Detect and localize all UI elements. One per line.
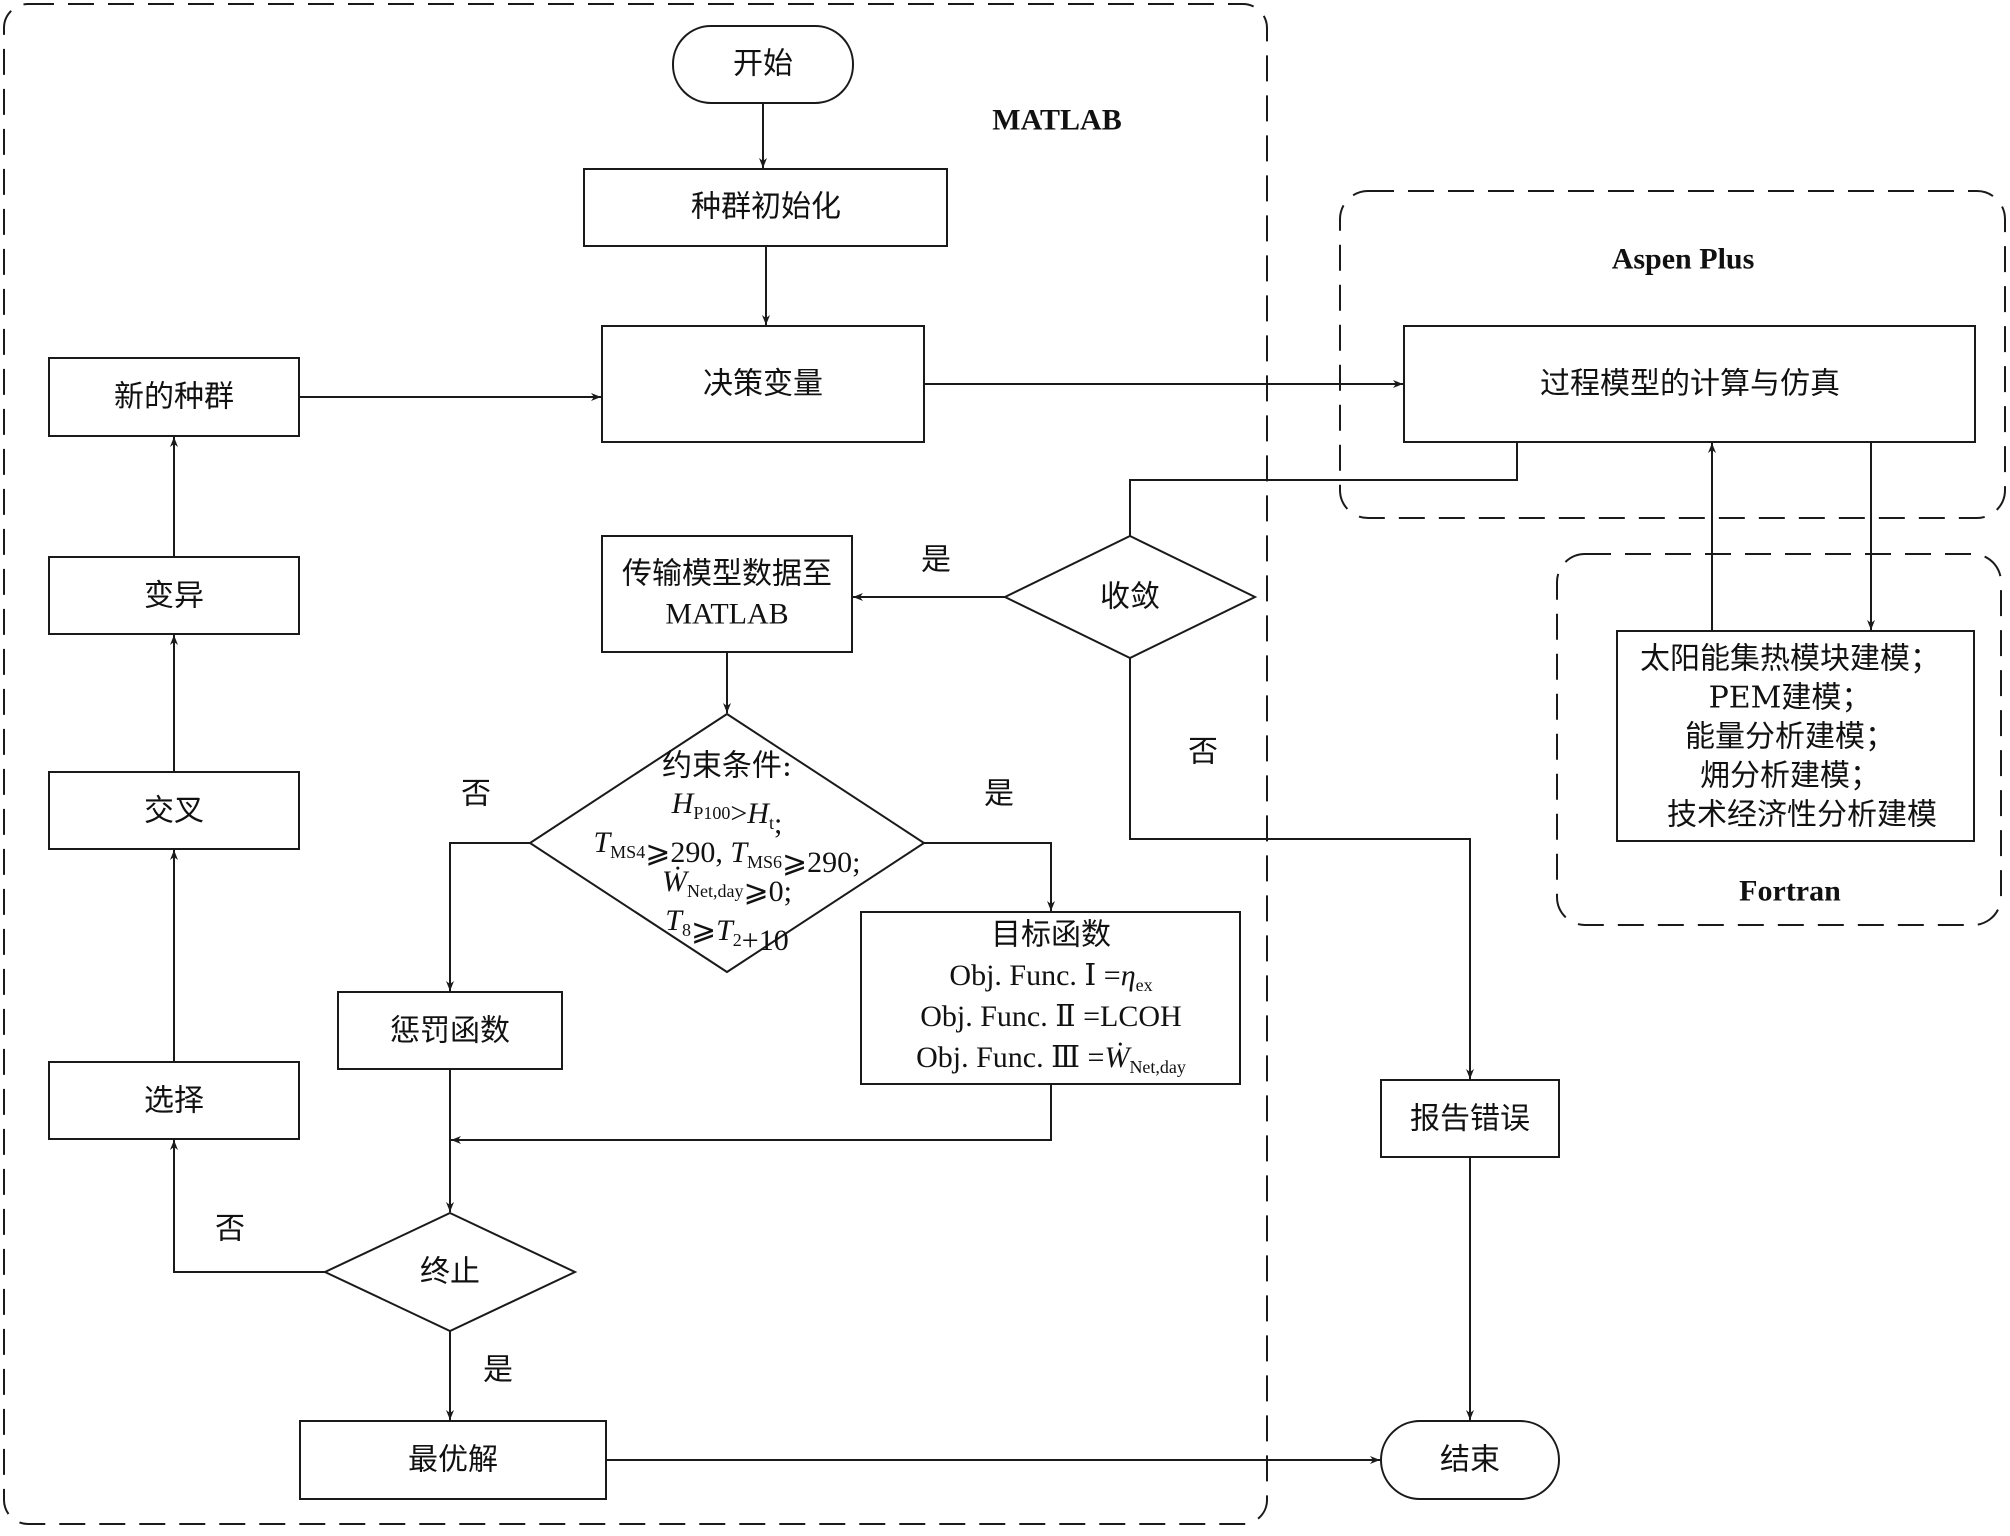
matlab-region-label: MATLAB bbox=[992, 104, 1121, 137]
svg-text:太阳能集热模块建模；: 太阳能集热模块建模； bbox=[1640, 642, 1940, 677]
new-population-node: 新的种群 bbox=[48, 357, 300, 437]
constraint-line: TMS4⩾290, TMS6⩾290; bbox=[593, 826, 860, 879]
decision-vars-node: 决策变量 bbox=[601, 325, 925, 443]
svg-text:终止: 终止 bbox=[420, 1255, 480, 1290]
converge-decision: 收敛 bbox=[1002, 534, 1258, 660]
label-constraint-no: 否 bbox=[461, 777, 491, 812]
constraint-line: ẆNet,day⩾0; bbox=[662, 865, 792, 908]
transfer-data-node: 传输模型数据至 MATLAB bbox=[601, 535, 853, 653]
svg-text:MATLAB: MATLAB bbox=[665, 598, 788, 631]
aspen-region-label: Aspen Plus bbox=[1612, 243, 1755, 276]
edge-objective-merge bbox=[451, 1084, 1052, 1144]
svg-text:交叉: 交叉 bbox=[144, 794, 204, 829]
terminate-decision: 终止 bbox=[322, 1211, 578, 1333]
init-population-node: 种群初始化 bbox=[583, 168, 948, 247]
svg-text:能量分析建模；: 能量分析建模； bbox=[1685, 720, 1895, 755]
edge-constraint-no bbox=[446, 842, 530, 991]
fortran-modules-node: 太阳能集热模块建模； PEM建模； 能量分析建模； 㶲分析建模； 技术经济性分析… bbox=[1616, 630, 1975, 842]
edge-process-converge bbox=[1129, 442, 1518, 536]
optimal-node: 最优解 bbox=[299, 1420, 607, 1500]
objective-line: Obj. Func. Ⅲ =ẆNet,day bbox=[916, 1041, 1186, 1078]
selection-node: 选择 bbox=[48, 1061, 300, 1140]
svg-text:PEM建模；: PEM建模； bbox=[1709, 681, 1872, 716]
label-constraint-yes: 是 bbox=[984, 777, 1014, 812]
objective-line: Obj. Func. Ⅰ =ηex bbox=[949, 959, 1152, 996]
connectors bbox=[170, 103, 1875, 1464]
fortran-region-label: Fortran bbox=[1739, 875, 1841, 908]
matlab-region bbox=[3, 3, 1268, 1525]
svg-text:技术经济性分析建模: 技术经济性分析建模 bbox=[1667, 798, 1937, 833]
svg-text:结束: 结束 bbox=[1440, 1443, 1500, 1478]
svg-text:开始: 开始 bbox=[733, 47, 793, 82]
label-converge-no: 否 bbox=[1188, 735, 1218, 770]
svg-text:决策变量: 决策变量 bbox=[703, 367, 823, 402]
process-model-node: 过程模型的计算与仿真 bbox=[1403, 325, 1976, 443]
edge-constraint-yes bbox=[924, 842, 1055, 911]
label-terminate-no: 否 bbox=[215, 1212, 245, 1247]
svg-text:种群初始化: 种群初始化 bbox=[691, 190, 841, 225]
svg-text:收敛: 收敛 bbox=[1100, 580, 1160, 615]
crossover-node: 交叉 bbox=[48, 771, 300, 850]
fortran-region bbox=[1556, 553, 2002, 926]
svg-text:约束条件:: 约束条件: bbox=[662, 749, 792, 784]
svg-text:惩罚函数: 惩罚函数 bbox=[390, 1014, 510, 1049]
constraint-line: T8⩾T2+10 bbox=[665, 904, 788, 957]
report-error-node: 报告错误 bbox=[1380, 1079, 1560, 1158]
end-node: 结束 bbox=[1380, 1420, 1560, 1500]
objective-line: Obj. Func. Ⅱ =LCOH bbox=[920, 1000, 1181, 1033]
svg-text:最优解: 最优解 bbox=[408, 1443, 498, 1478]
svg-text:过程模型的计算与仿真: 过程模型的计算与仿真 bbox=[1540, 367, 1840, 402]
svg-text:变异: 变异 bbox=[144, 579, 204, 614]
svg-text:报告错误: 报告错误 bbox=[1410, 1102, 1530, 1137]
constraint-line: HP100>Ht; bbox=[671, 787, 783, 840]
svg-text:传输模型数据至: 传输模型数据至 bbox=[622, 557, 832, 592]
label-terminate-yes: 是 bbox=[483, 1353, 513, 1388]
constraint-lines: HP100>Ht;TMS4⩾290, TMS6⩾290;ẆNet,day⩾0;T… bbox=[593, 787, 860, 957]
penalty-node: 惩罚函数 bbox=[337, 991, 563, 1070]
edge-converge-no bbox=[1129, 658, 1474, 1079]
label-converge-yes: 是 bbox=[921, 543, 951, 578]
edge-terminate-no bbox=[170, 1140, 325, 1273]
svg-text:目标函数: 目标函数 bbox=[991, 918, 1111, 953]
svg-text:新的种群: 新的种群 bbox=[114, 380, 234, 415]
mutation-node: 变异 bbox=[48, 556, 300, 635]
svg-text:选择: 选择 bbox=[144, 1084, 204, 1119]
svg-text:㶲分析建模；: 㶲分析建模； bbox=[1700, 759, 1880, 794]
start-node: 开始 bbox=[672, 25, 854, 104]
constraint-decision: 约束条件: HP100>Ht;TMS4⩾290, TMS6⩾290;ẆNet,d… bbox=[528, 712, 926, 974]
aspen-region bbox=[1339, 190, 2006, 519]
